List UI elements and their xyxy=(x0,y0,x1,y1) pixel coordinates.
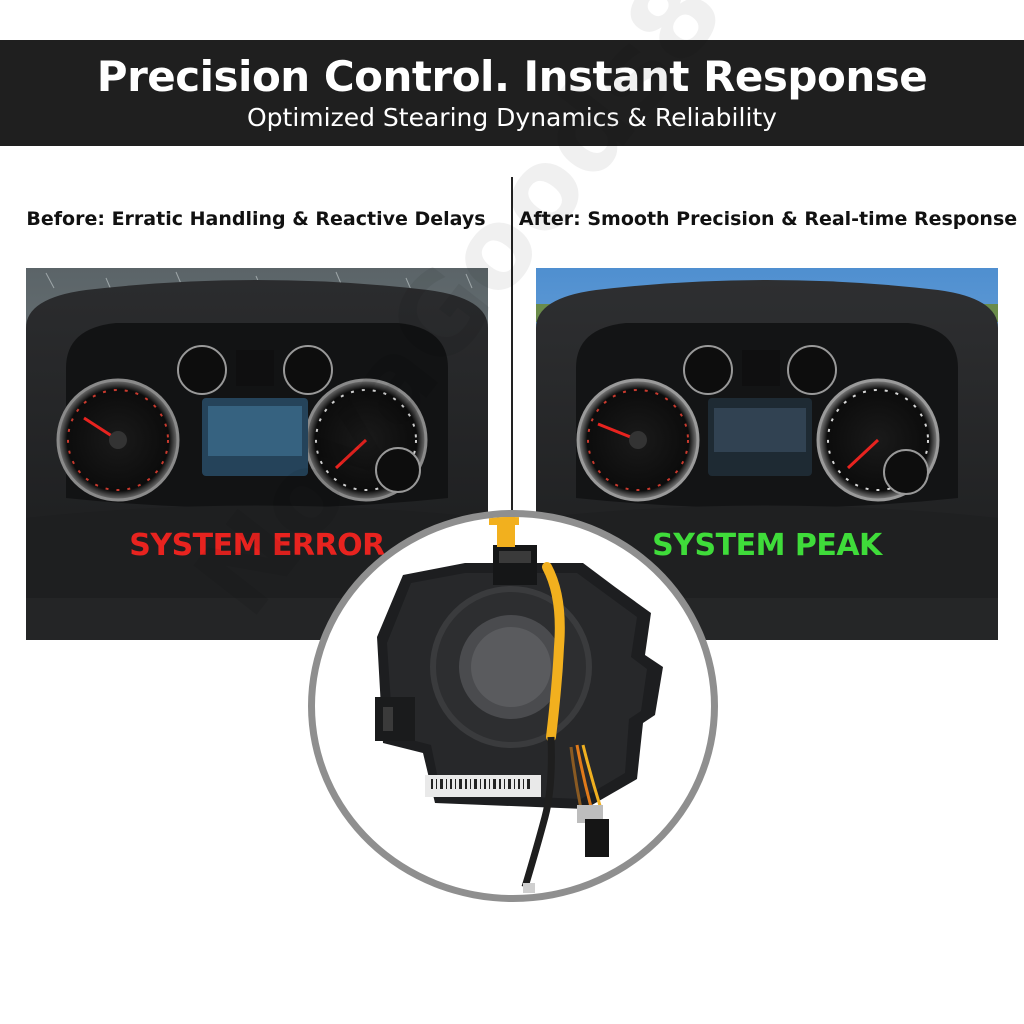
before-heading: Before: Erratic Handling & Reactive Dela… xyxy=(26,208,486,230)
page-subtitle: Optimized Stearing Dynamics & Reliabilit… xyxy=(247,103,777,132)
header-banner: Precision Control. Instant Response Opti… xyxy=(0,40,1024,146)
comparison-divider xyxy=(511,177,513,522)
system-peak-label: SYSTEM PEAK xyxy=(652,528,882,563)
after-dashboard-photo: SYSTEM PEAK xyxy=(536,268,998,640)
product-inset xyxy=(308,510,718,902)
after-heading: After: Smooth Precision & Real-time Resp… xyxy=(518,208,1018,230)
system-error-label: SYSTEM ERROR xyxy=(129,528,385,563)
page-title: Precision Control. Instant Response xyxy=(96,52,928,101)
clock-spring-image xyxy=(375,517,663,893)
